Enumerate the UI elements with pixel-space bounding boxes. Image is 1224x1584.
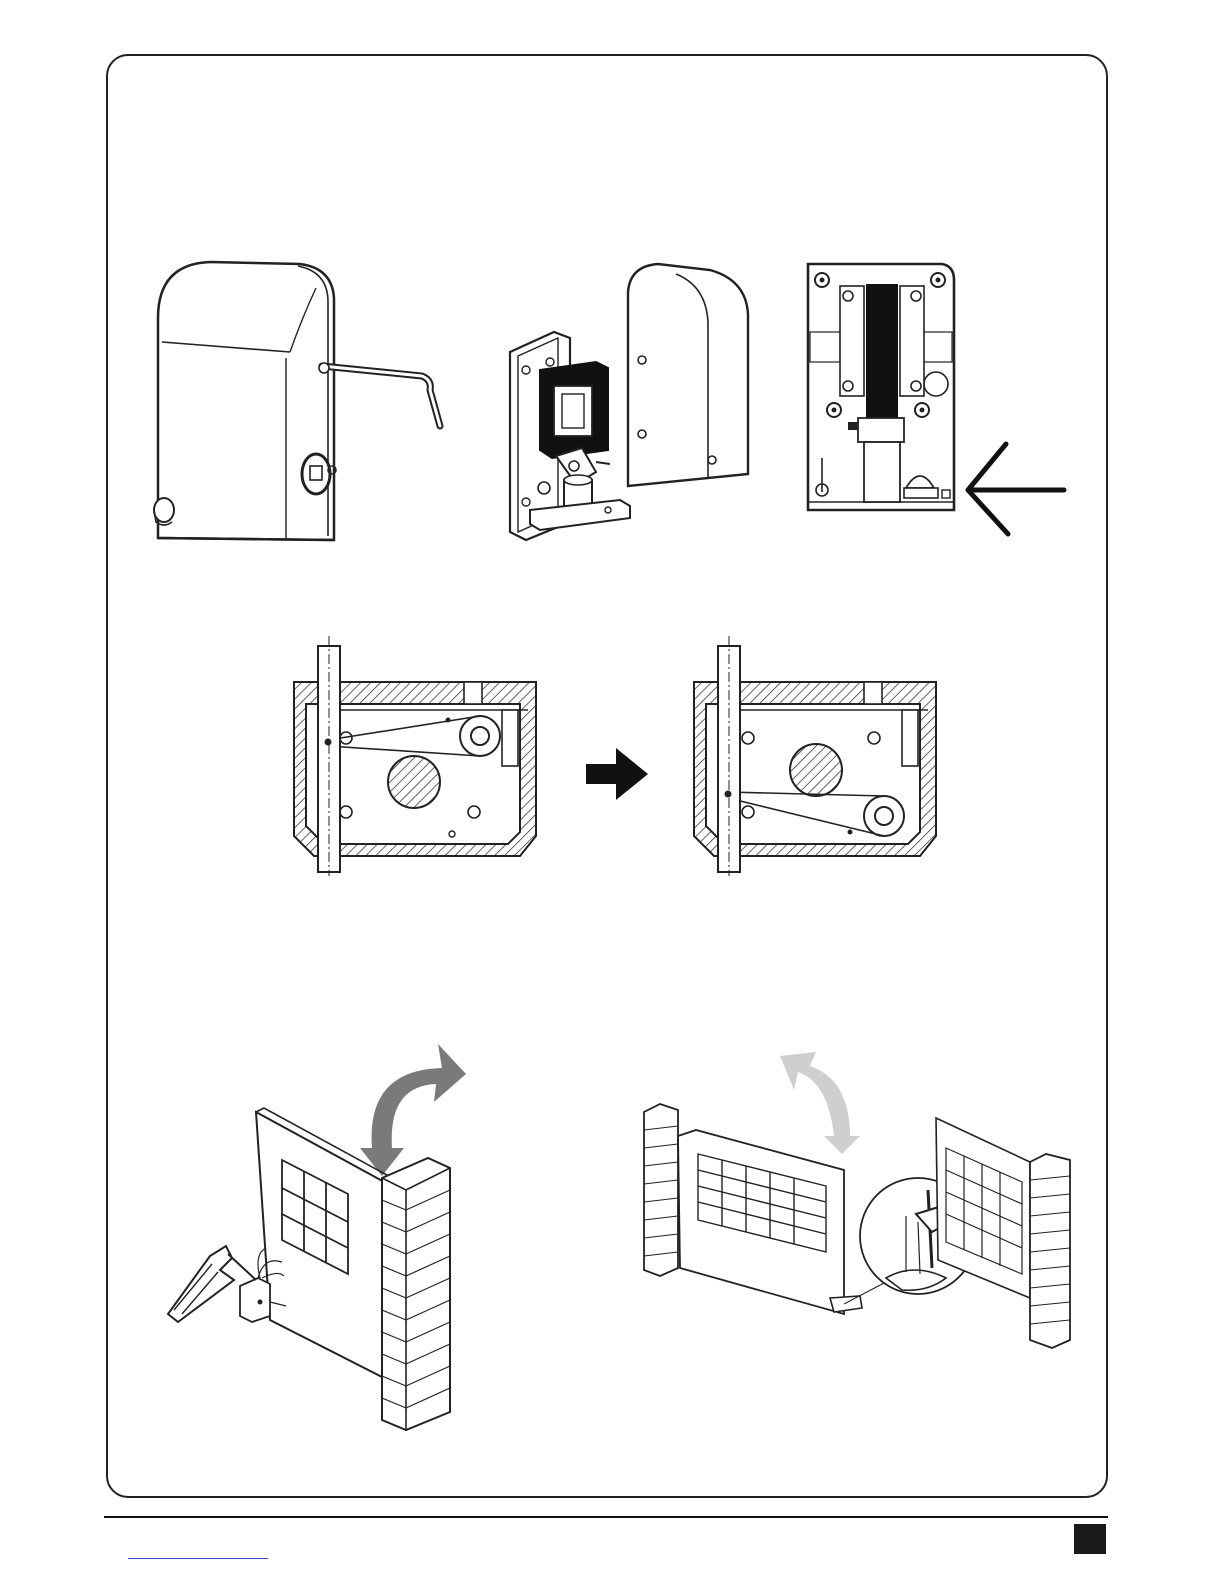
page-number-box: [1074, 1524, 1106, 1554]
cross-section-icon: [288, 636, 543, 876]
cross-section-icon: [688, 636, 943, 876]
motor-unit-release-key-icon: [150, 258, 450, 548]
swing-gate-ground-bracket-icon: [638, 1046, 1078, 1356]
swing-gate-drill-icon: [160, 1040, 480, 1435]
footer-link-underline[interactable]: [128, 1558, 268, 1559]
motor-internal-arrow-icon: [804, 258, 1069, 543]
footer-rule: [104, 1516, 1108, 1518]
motor-exploded-view-icon: [500, 262, 760, 547]
right-arrow-icon: [584, 746, 652, 802]
